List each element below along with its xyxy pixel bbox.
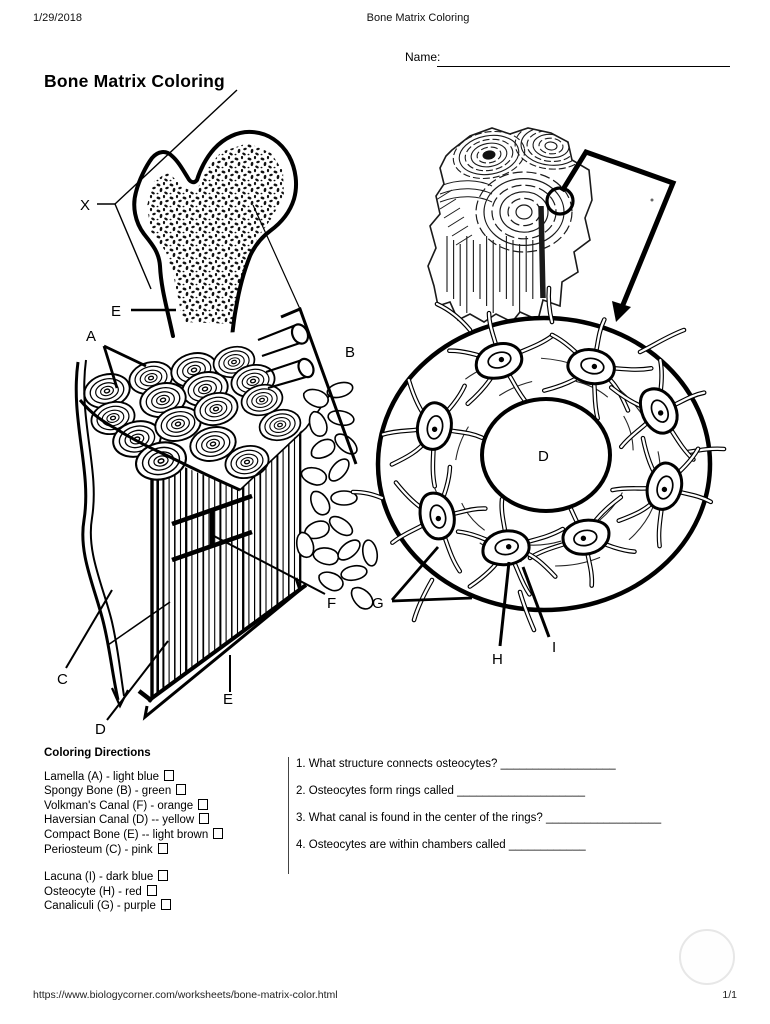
haversian-canal bbox=[480, 397, 612, 513]
label-f: F bbox=[327, 595, 336, 612]
name-label: Name: bbox=[405, 50, 441, 64]
label-b: B bbox=[345, 344, 355, 361]
label-i: I bbox=[552, 639, 556, 656]
answer-blank: ____________ bbox=[508, 839, 586, 851]
checkbox-icon bbox=[146, 884, 157, 896]
volkmanns-canal bbox=[171, 493, 253, 563]
magnifier-circle bbox=[545, 186, 575, 216]
femur-illustration: X E bbox=[80, 89, 301, 339]
checkbox-icon bbox=[198, 798, 209, 810]
checkbox-icon bbox=[199, 813, 210, 825]
print-header-title: Bone Matrix Coloring bbox=[366, 12, 470, 24]
questions-list: 1. What structure connects osteocytes? _… bbox=[296, 758, 736, 866]
label-d-canal: D bbox=[538, 448, 549, 465]
direction-item: Osteocyte (H) - red bbox=[44, 884, 284, 900]
direction-item: Lacuna (I) - dark blue bbox=[44, 870, 284, 885]
coloring-directions: Coloring Directions Lamella (A) - light … bbox=[44, 747, 284, 914]
question-row: 4. Osteocytes are within chambers called… bbox=[296, 839, 586, 851]
page-title: Bone Matrix Coloring bbox=[44, 71, 225, 91]
checkbox-icon bbox=[157, 842, 168, 854]
spongy-bone-texture bbox=[147, 143, 284, 324]
label-c: C bbox=[57, 671, 68, 688]
print-footer-pagenum: 1/1 bbox=[722, 989, 737, 1001]
bone-cylinder-illustration bbox=[427, 127, 654, 324]
print-footer-url: https://www.biologycorner.com/worksheets… bbox=[33, 989, 338, 1001]
osteocyte-cells bbox=[380, 310, 714, 597]
direction-item: Compact Bone (E) -- light brown bbox=[44, 827, 284, 843]
osteon-cylinders bbox=[257, 323, 315, 390]
magnify-arrow-icon bbox=[559, 148, 677, 322]
scroll-button-ghost bbox=[679, 929, 735, 985]
label-e-block: E bbox=[223, 691, 233, 708]
checkbox-icon bbox=[160, 899, 171, 911]
label-d-block: D bbox=[95, 721, 106, 738]
question-row: 1. What structure connects osteocytes? _… bbox=[296, 758, 616, 770]
answer-blank: ____________________ bbox=[457, 785, 585, 797]
osteon-illustration: D G H I bbox=[350, 285, 727, 668]
checkbox-icon bbox=[176, 784, 187, 796]
direction-item: Canaliculi (G) - purple bbox=[44, 899, 284, 914]
compact-bone-block-illustration: A B C D E F bbox=[57, 307, 379, 738]
name-blank-line bbox=[437, 51, 730, 67]
osteon-rings-top-face bbox=[83, 345, 302, 481]
checkbox-icon bbox=[213, 827, 224, 839]
direction-item: Haversian Canal (D) -- yellow bbox=[44, 813, 284, 828]
answer-blank: __________________ bbox=[500, 758, 616, 770]
spongy-bone-trabeculae bbox=[295, 381, 379, 610]
question-row: 2. Osteocytes form rings called ________… bbox=[296, 785, 585, 797]
section-divider bbox=[288, 757, 290, 874]
direction-item: Lamella (A) - light blue bbox=[44, 769, 284, 785]
print-header-date: 1/29/2018 bbox=[33, 12, 82, 24]
label-a: A bbox=[86, 328, 96, 345]
label-g: G bbox=[372, 595, 384, 612]
direction-item: Spongy Bone (B) - green bbox=[44, 784, 284, 799]
checkbox-icon bbox=[158, 870, 169, 882]
question-row: 3. What canal is found in the center of … bbox=[296, 812, 662, 824]
coloring-directions-heading: Coloring Directions bbox=[44, 747, 151, 759]
checkbox-icon bbox=[164, 769, 175, 781]
answer-blank: __________________ bbox=[545, 812, 662, 824]
label-x: X bbox=[80, 197, 90, 214]
direction-item: Periosteum (C) - pink bbox=[44, 842, 284, 858]
label-h: H bbox=[492, 651, 503, 668]
label-e-femur: E bbox=[111, 303, 121, 320]
direction-item: Volkman's Canal (F) - orange bbox=[44, 798, 284, 814]
